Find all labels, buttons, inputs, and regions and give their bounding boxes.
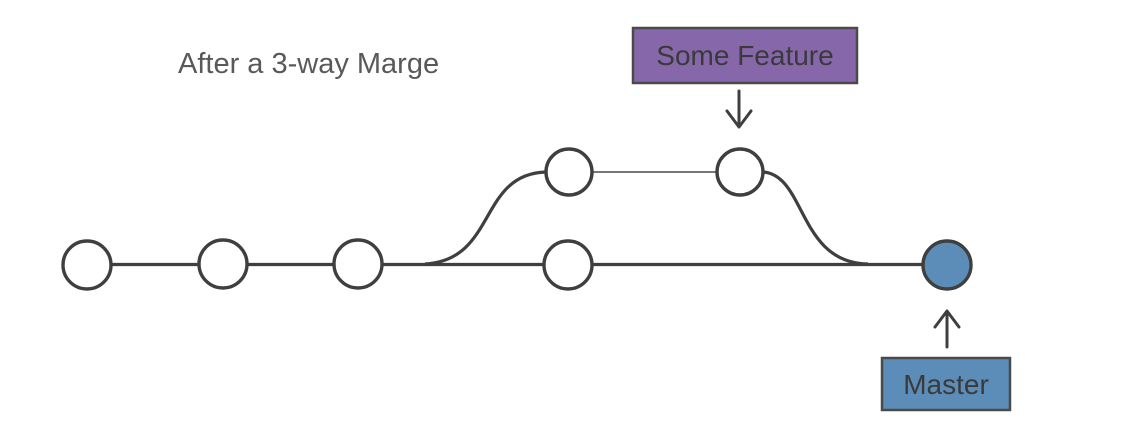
branch-out-curve [424,170,547,266]
some-feature-label: Some Feature [656,40,833,71]
feature-commit-node-2 [715,147,765,197]
down-arrow-icon [725,89,753,129]
merge-in-curve [762,170,869,266]
commit-node-3 [332,238,384,290]
up-arrow-head [933,309,961,329]
up-arrow-icon [933,309,961,349]
commit-node-2 [197,238,249,290]
master-label: Master [903,369,989,400]
master-label-box [880,356,1012,412]
merge-commit-node [921,239,973,291]
down-arrow-head [725,109,753,129]
some-feature-label-box [631,26,859,85]
commit-node-4 [542,239,594,291]
commit-node-1 [61,239,113,291]
feature-commit-node-1 [544,147,594,197]
diagram-title: After a 3-way Marge [178,48,439,80]
